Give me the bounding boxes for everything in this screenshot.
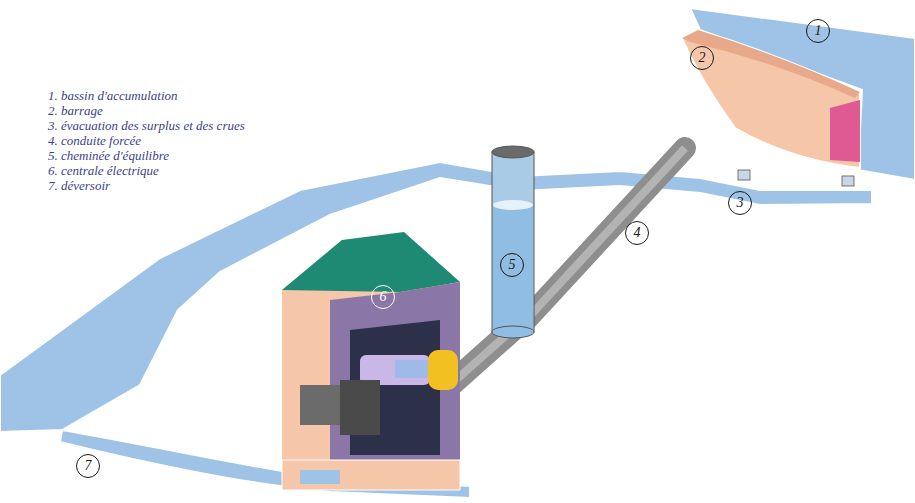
legend-item: 2. barrage [48,103,103,118]
legend-item: 3. évacuation des surplus et des crues [48,118,245,133]
legend-item: 5. cheminée d'équilibre [48,148,169,163]
callout-number: 1 [806,19,830,43]
station-roof [282,232,460,292]
legend-item: 7. déversoir [48,178,110,193]
surge-chimney-top [492,146,534,158]
callout-number: 5 [500,253,524,277]
station-foundation [282,460,460,490]
callout-number: 3 [728,191,752,215]
callout-number: 2 [690,46,714,70]
legend-item: 6. centrale électrique [48,163,159,178]
surge-chimney-base [492,326,534,338]
outlet [300,470,340,484]
dam-wall [682,30,860,168]
surge-chimney [492,152,534,332]
spillway-gate [842,176,854,186]
dam-crest [682,30,860,98]
machine-base [340,380,380,435]
penstock-pipe [528,148,685,318]
surge-water-level [493,200,533,210]
callout-number: 7 [76,454,100,478]
station-side [330,282,460,470]
spillway-gate [738,170,750,180]
machine-block [300,385,340,425]
callout-number: 4 [625,221,649,245]
penstock-pipe [528,148,685,318]
turbine-housing [428,350,458,390]
legend-item: 4. conduite forcée [48,133,141,148]
callout-number: 6 [371,285,395,309]
legend-item: 1. bassin d'accumulation [48,88,178,103]
dam-sluice [830,100,860,162]
surge-water [493,205,533,331]
